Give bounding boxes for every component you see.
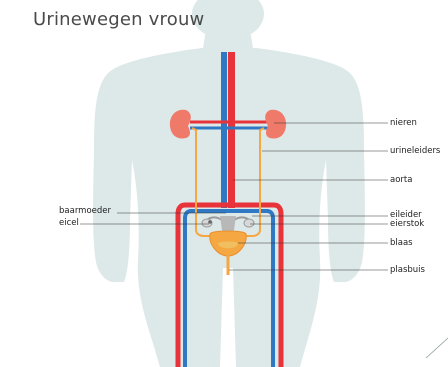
right-ovary [244,219,254,227]
vena-cava [221,52,227,208]
aorta-vessel [228,52,235,208]
urethra [227,255,230,275]
page-title: Urinewegen vrouw [33,9,204,30]
corner-line [426,338,448,358]
egg-cell [208,220,212,224]
label-aorta: aorta [390,175,412,185]
label-eierstok: eierstok [390,219,424,229]
label-plasbuis: plasbuis [390,265,425,275]
label-nieren: nieren [390,118,417,128]
label-urineleiders: urineleiders [390,146,440,156]
label-eicel: eicel [59,218,79,228]
label-blaas: blaas [390,238,413,248]
label-baarmoeder: baarmoeder [59,206,111,216]
